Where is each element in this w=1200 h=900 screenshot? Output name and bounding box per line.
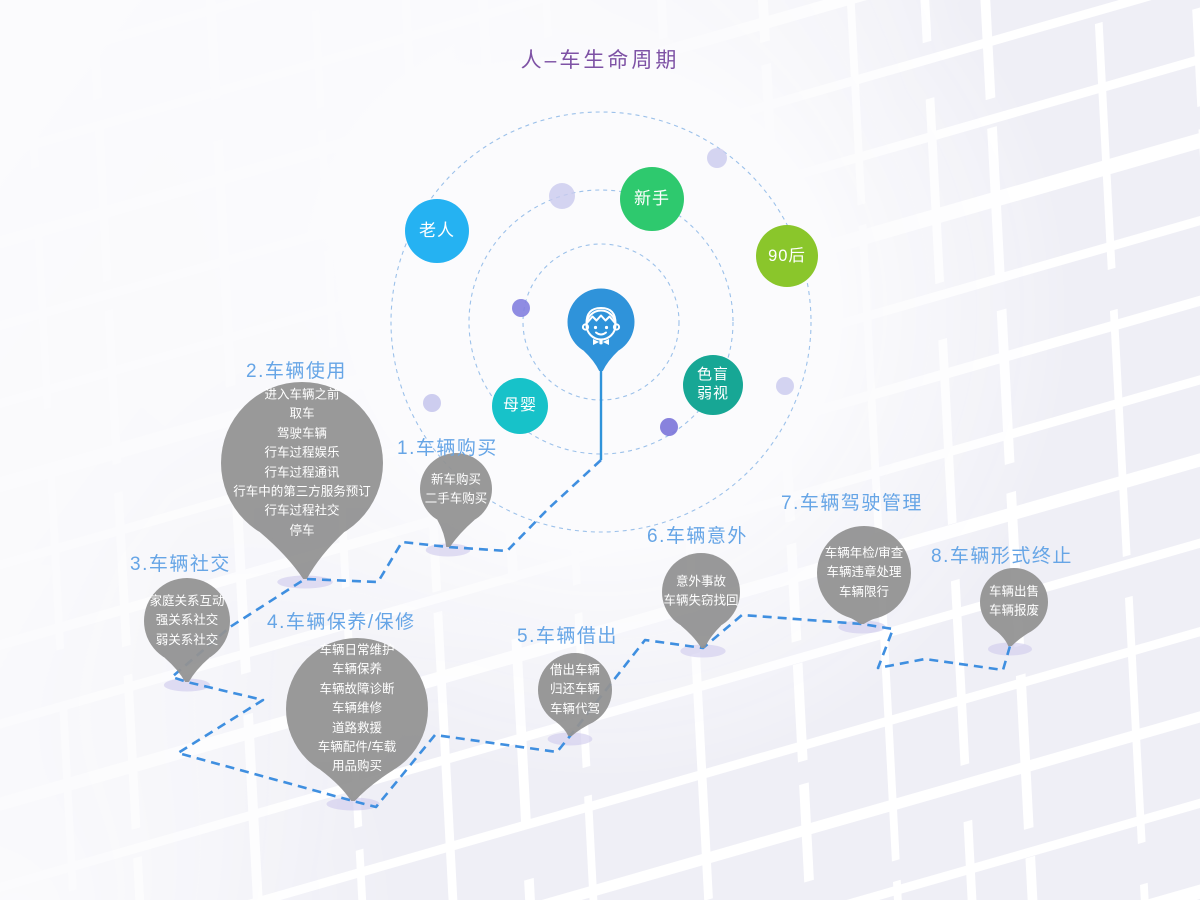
stage-title-1: 1.车辆购买: [397, 438, 498, 459]
stage-pin-7: [817, 526, 911, 624]
persona-label: 色盲 弱视: [696, 366, 729, 402]
stage-title-6: 6.车辆意外: [647, 526, 748, 547]
stage-title-3: 3.车辆社交: [130, 554, 231, 575]
stage-items-6: 意外事故 车辆失窃找回: [663, 574, 739, 608]
stage-pin-4: [286, 638, 428, 801]
stage-items-2: 进入车辆之前 取车 驾驶车辆 行车过程娱乐 行车过程通讯 行车中的第三方服务预订…: [233, 387, 371, 538]
stage-pin-6: [662, 553, 740, 648]
journey-route: [170, 356, 1012, 809]
stage-pin-1: [420, 453, 492, 547]
persona-label: 老人: [419, 221, 455, 241]
persona-post-90s: 90后: [756, 225, 818, 287]
persona-mother-baby: 母婴: [492, 378, 548, 434]
persona-label: 90后: [768, 246, 806, 265]
persona-label: 新手: [634, 189, 670, 209]
stage-items-1: 新车购买 二手车购买: [424, 472, 488, 506]
stage-items-7: 车辆年检/审查 车辆违章处理 车辆限行: [824, 545, 904, 599]
stage-pin-2: [221, 382, 383, 579]
person-face-icon: [581, 307, 621, 345]
stage-items-4: 车辆日常维护 车辆保养 车辆故障诊断 车辆维修 道路救援 车辆配件/车载用品购买: [317, 643, 397, 774]
stage-items-3: 家庭关系互动 强关系社交 弱关系社交: [149, 593, 225, 647]
stage-pin-5: [538, 653, 612, 736]
stage-title-8: 8.车辆形式终止: [931, 546, 1073, 567]
stage-pin-3: [144, 578, 230, 682]
stage-title-4: 4.车辆保养/保修: [267, 612, 416, 633]
persona-novice: 新手: [620, 167, 684, 231]
page-title: 人–车生命周期: [520, 49, 680, 72]
stage-title-2: 2.车辆使用: [246, 361, 347, 382]
stage-title-7: 7.车辆驾驶管理: [781, 493, 923, 514]
stage-items-5: 借出车辆 归还车辆 车辆代驾: [549, 662, 600, 716]
stage-title-5: 5.车辆借出: [517, 626, 618, 647]
stage-items-8: 车辆出售 车辆报废: [988, 584, 1039, 618]
persona-colorblind: 色盲 弱视: [683, 355, 743, 415]
persona-elderly: 老人: [405, 199, 469, 263]
persona-label: 母婴: [502, 397, 537, 414]
center-user-pin: [567, 288, 635, 371]
pin-tip-shadows: [163, 543, 1033, 811]
stage-pin-8: [980, 568, 1048, 646]
decorative-dots: [423, 148, 794, 436]
